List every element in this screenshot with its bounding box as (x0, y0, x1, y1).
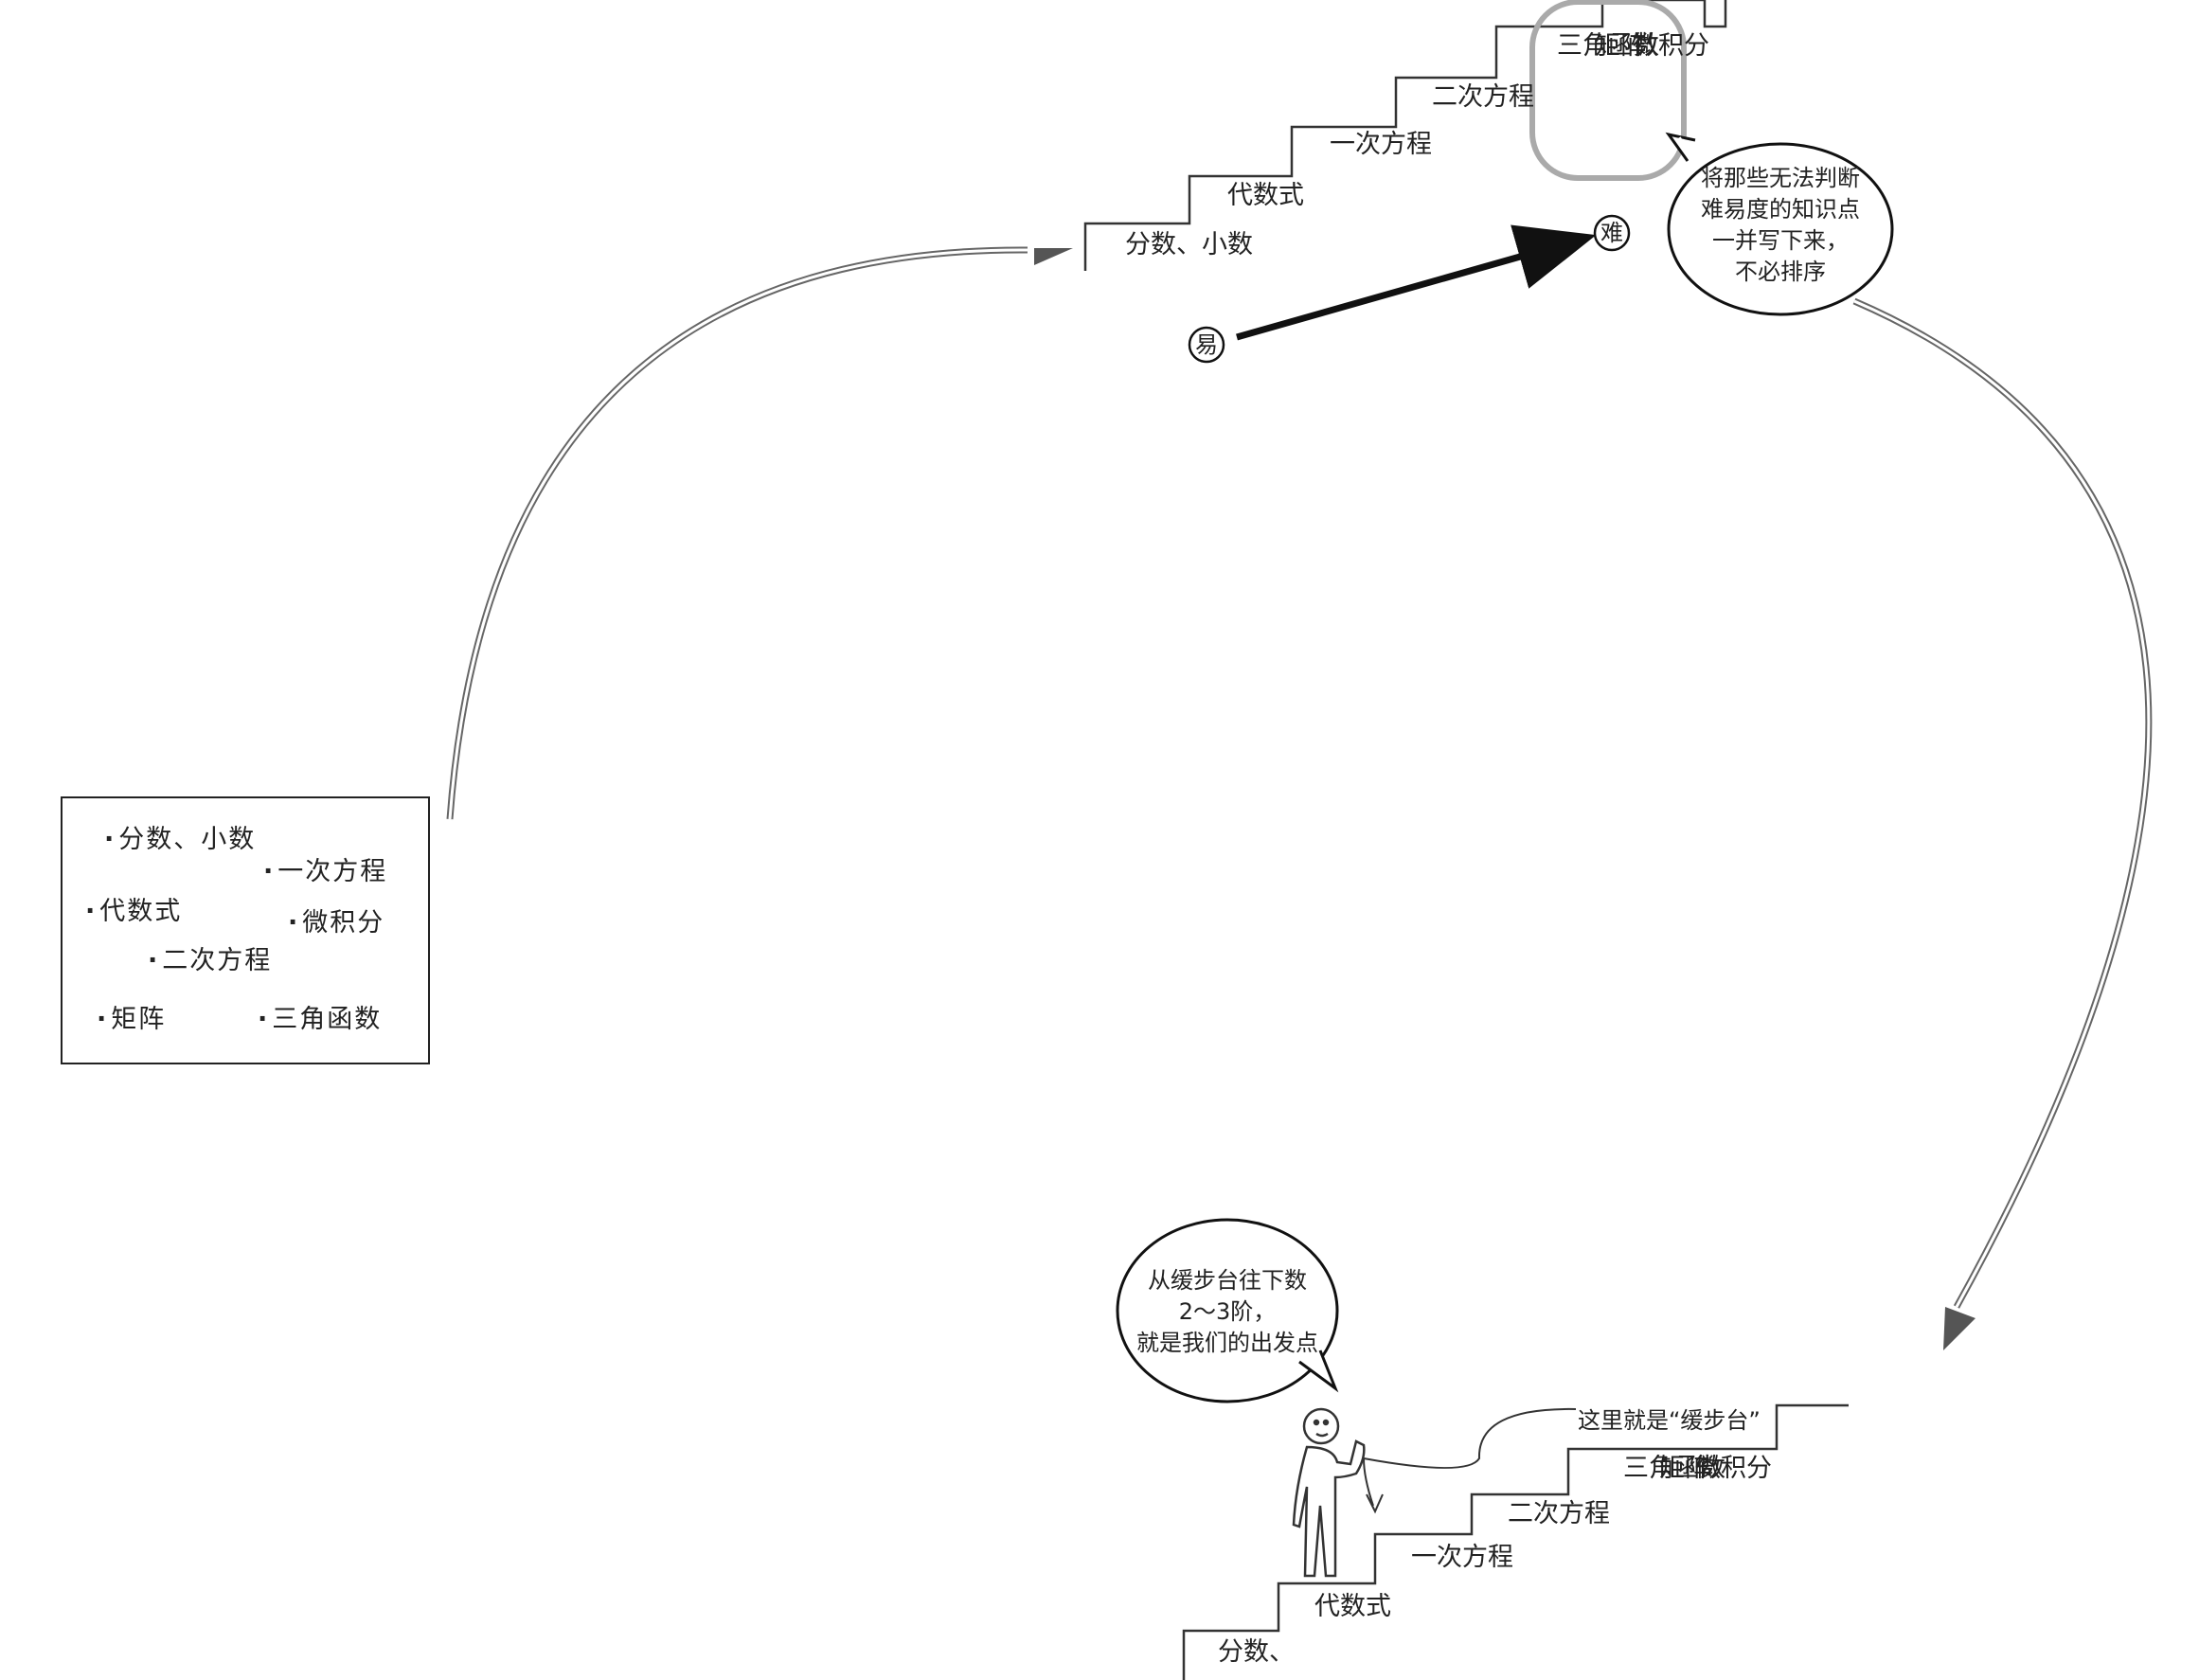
landing-pointer-curve (1362, 1407, 1577, 1507)
bottom-step-label: 二次方程 (1508, 1499, 1610, 1528)
easy-label: 易 (1195, 331, 1218, 358)
bottom-step-label: 矩阵 (1659, 1454, 1710, 1483)
bottom-step-label: 分数、 (1218, 1637, 1295, 1667)
flow-arrow-to-top-stairs (446, 246, 1073, 820)
bottom-speech-bubble (1116, 1218, 1339, 1403)
top-speech-bubble (1665, 132, 1894, 316)
bottom-step-label: 三角函数 (1623, 1454, 1725, 1483)
flow-arrow-to-bottom-stairs (1852, 297, 2153, 1350)
top-step-label: 一次方程 (1330, 130, 1432, 159)
top-step-label: 微积分 (1633, 31, 1709, 61)
easy-circle (1188, 326, 1225, 364)
top-step-label: 二次方程 (1432, 82, 1534, 112)
hard-label: 难 (1600, 220, 1623, 246)
top-staircase (1083, 0, 1727, 271)
top-step-label: 分数、小数 (1125, 230, 1253, 259)
list-item: 分数、小数 (104, 827, 256, 852)
topic-list-box: 分数、小数 一次方程 代数式 微积分 二次方程 矩阵 三角函数 (61, 796, 430, 1064)
landing-pointer-arrowhead (1366, 1493, 1384, 1514)
bottom-step-label: 微积分 (1695, 1454, 1772, 1483)
list-item: 二次方程 (148, 948, 272, 974)
list-item: 一次方程 (263, 859, 387, 885)
top-step-label: 三角函数 (1557, 31, 1659, 61)
list-item: 代数式 (85, 899, 182, 924)
landing-note: 这里就是“缓步台” (1578, 1407, 1761, 1434)
hard-circle (1593, 214, 1631, 252)
bottom-bubble-text: 从缓步台往下数 2～3阶， 就是我们的出发点 (1136, 1267, 1318, 1356)
top-bubble-text: 将那些无法判断 难易度的知识点 一并写下来， 不必排序 (1701, 165, 1860, 285)
bottom-step-label: 一次方程 (1411, 1543, 1513, 1572)
list-item: 微积分 (288, 910, 384, 936)
hard-topics-highlight (1529, 0, 1687, 181)
list-item: 三角函数 (258, 1007, 382, 1032)
easy-to-hard-arrow (1236, 224, 1597, 341)
top-step-label: 代数式 (1227, 181, 1304, 210)
top-step-label: 矩阵 (1595, 31, 1646, 61)
bottom-staircase (1182, 1403, 1849, 1680)
person-figure (1292, 1407, 1366, 1578)
bottom-step-label: 代数式 (1314, 1592, 1391, 1621)
list-item: 矩阵 (97, 1007, 166, 1032)
